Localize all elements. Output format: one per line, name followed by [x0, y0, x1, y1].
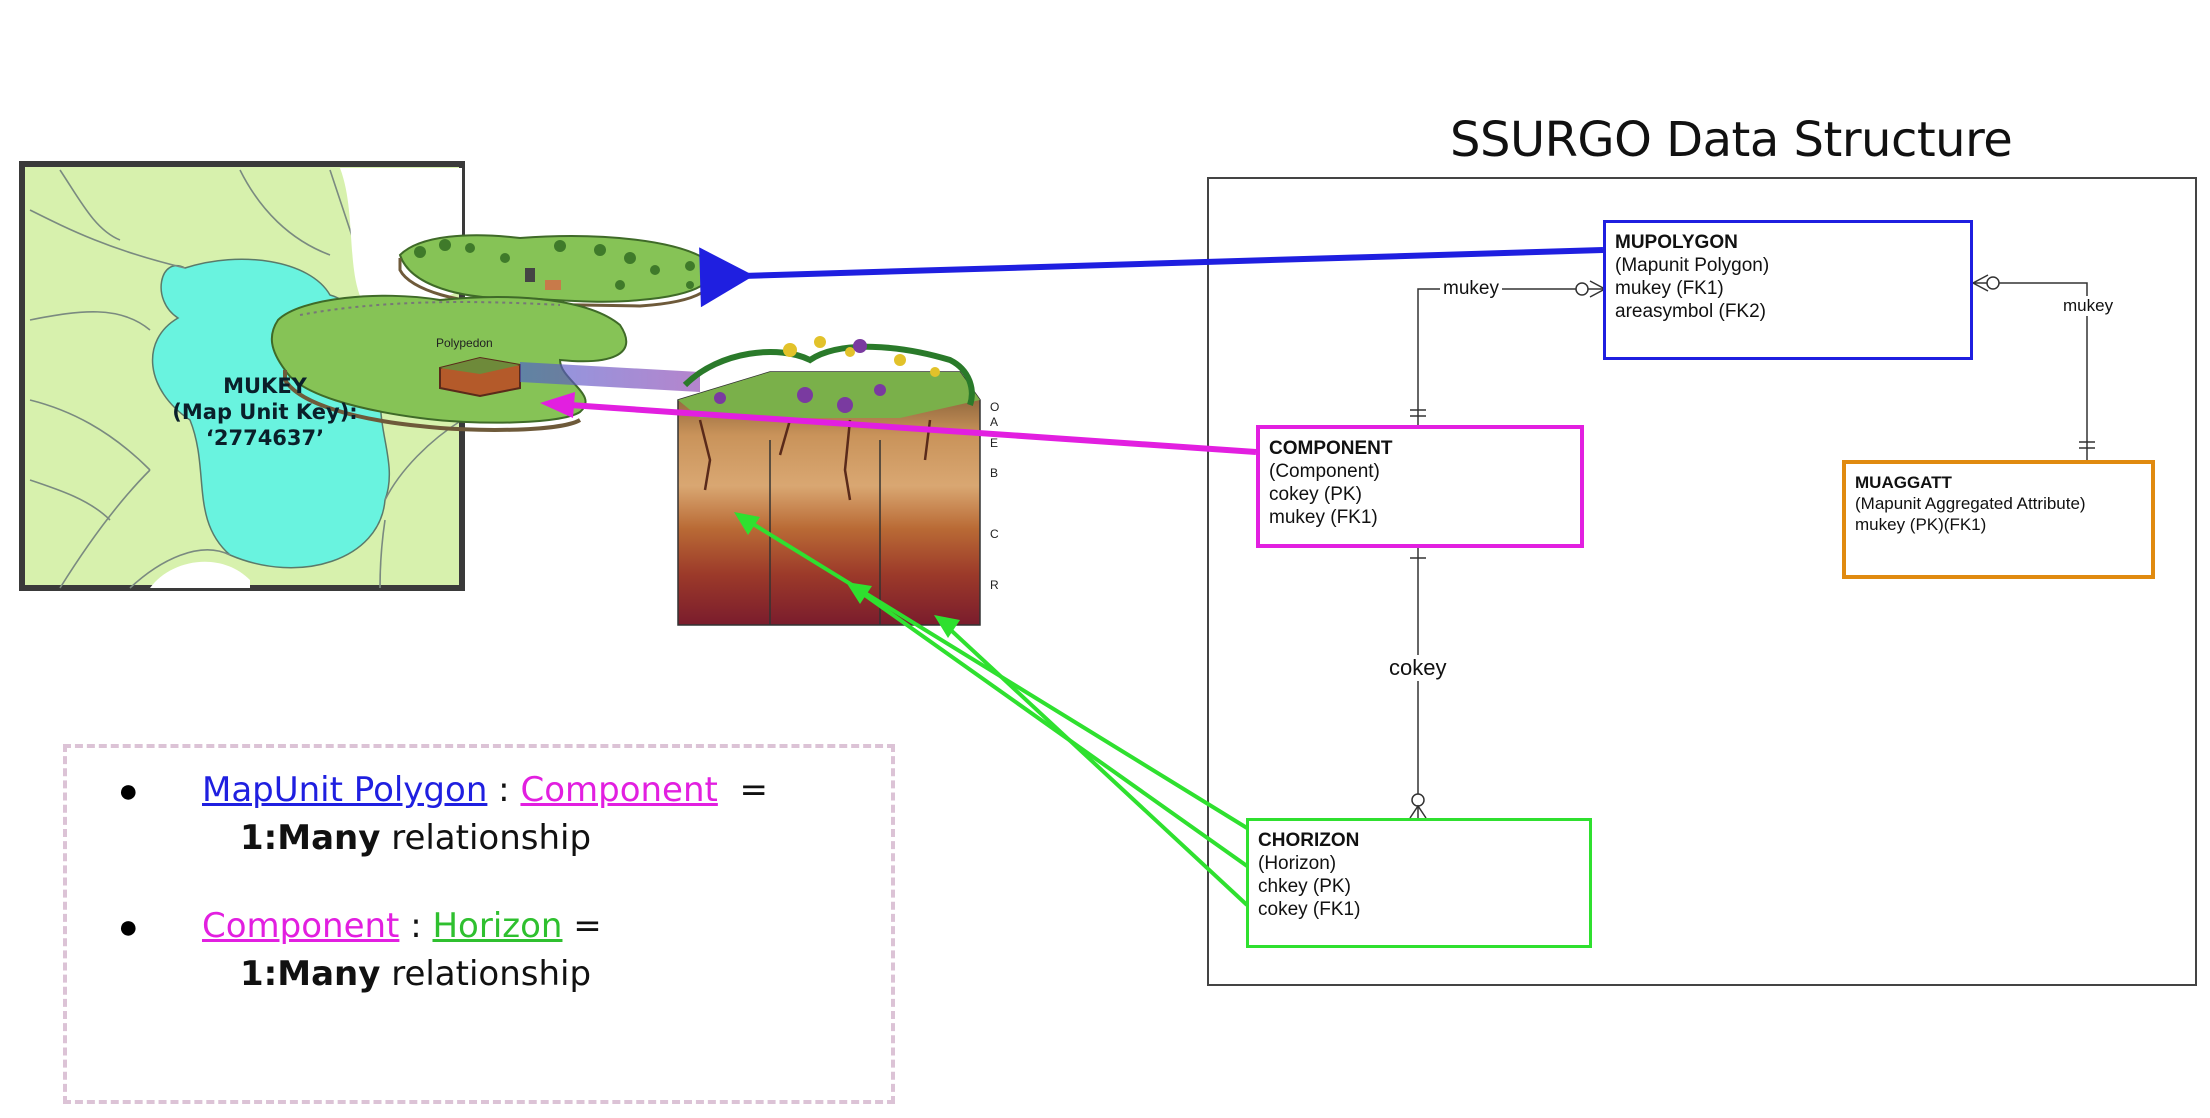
mukey-label-sub: (Map Unit Key): [172, 400, 358, 424]
legend-relationship-text: relationship [380, 954, 592, 994]
legend-item-2-relationship: 1:Many relationship [240, 954, 591, 994]
mukey-label-title: MUKEY [223, 374, 307, 398]
entity-field: cokey (FK1) [1258, 899, 1361, 920]
horizon-label-b: B [990, 466, 999, 480]
mukey-label-value: ‘2774637’ [205, 426, 325, 450]
er-diagram-frame [1207, 177, 2197, 986]
legend-equals: = [562, 906, 602, 946]
legend-item-2: Component : Horizon = [202, 906, 602, 946]
legend-mupolygon-link[interactable]: MapUnit Polygon [202, 770, 488, 810]
entity-field: areasymbol (FK2) [1615, 301, 1766, 322]
entity-name: COMPONENT [1269, 438, 1393, 459]
entity-field: chkey (PK) [1258, 876, 1351, 897]
bullet-icon: ● [118, 908, 139, 946]
entity-muaggatt: MUAGGATT (Mapunit Aggregated Attribute) … [1842, 460, 2155, 579]
entity-name: MUAGGATT [1855, 473, 1952, 492]
legend-horizon-link[interactable]: Horizon [432, 906, 563, 946]
bullet-icon: ● [118, 772, 139, 810]
legend-sep: : [399, 906, 433, 946]
relationship-lines [1409, 274, 2095, 819]
component-arrow [540, 392, 1257, 455]
soil-profile-illustration [677, 336, 981, 626]
legend-relationship-text: relationship [380, 818, 592, 858]
mukey-label: MUKEY (Map Unit Key): ‘2774637’ [165, 373, 365, 451]
entity-field: mukey (PK)(FK1) [1855, 515, 1987, 534]
entity-component: COMPONENT (Component) cokey (PK) mukey (… [1256, 425, 1584, 548]
polypedon-label: Polypedon [436, 336, 493, 350]
legend-cardinality: 1:Many [240, 954, 381, 994]
horizon-label-a: A [990, 415, 999, 429]
horizon-label-c: C [990, 527, 999, 541]
entity-field: cokey (PK) [1269, 484, 1362, 505]
legend-item-1: MapUnit Polygon : Component = [202, 770, 768, 810]
page-title: SSURGO Data Structure [1450, 112, 2013, 168]
landscape-illustration [270, 234, 714, 432]
relation-label-cokey: cokey [1386, 655, 1450, 681]
legend-item-1-relationship: 1:Many relationship [240, 818, 591, 858]
entity-field: (Horizon) [1258, 853, 1337, 874]
zoom-beam [520, 362, 700, 392]
relation-label-mukey-left: mukey [1440, 278, 1502, 300]
relation-label-mukey-right: mukey [2060, 296, 2117, 316]
entity-field: mukey (FK1) [1615, 278, 1724, 299]
chorizon-arrows [738, 514, 1249, 907]
legend-component-link[interactable]: Component [202, 906, 400, 946]
entity-chorizon: CHORIZON (Horizon) chkey (PK) cokey (FK1… [1246, 818, 1592, 948]
horizon-label-e: E [990, 436, 999, 450]
entity-field: (Mapunit Polygon) [1615, 255, 1770, 276]
entity-field: (Mapunit Aggregated Attribute) [1855, 494, 2086, 513]
horizon-label-o: O [990, 400, 1000, 414]
legend-sep: : [487, 770, 521, 810]
legend-box [63, 744, 895, 1104]
entity-field: mukey (FK1) [1269, 507, 1378, 528]
entity-name: MUPOLYGON [1615, 232, 1738, 253]
entity-mupolygon: MUPOLYGON (Mapunit Polygon) mukey (FK1) … [1603, 220, 1973, 360]
horizon-label-r: R [990, 578, 999, 592]
entity-field: (Component) [1269, 461, 1380, 482]
entity-name: CHORIZON [1258, 830, 1360, 851]
legend-equals: = [717, 770, 768, 810]
legend-cardinality: 1:Many [240, 818, 381, 858]
mupolygon-arrow [699, 247, 1604, 308]
legend-component-link[interactable]: Component [520, 770, 718, 810]
